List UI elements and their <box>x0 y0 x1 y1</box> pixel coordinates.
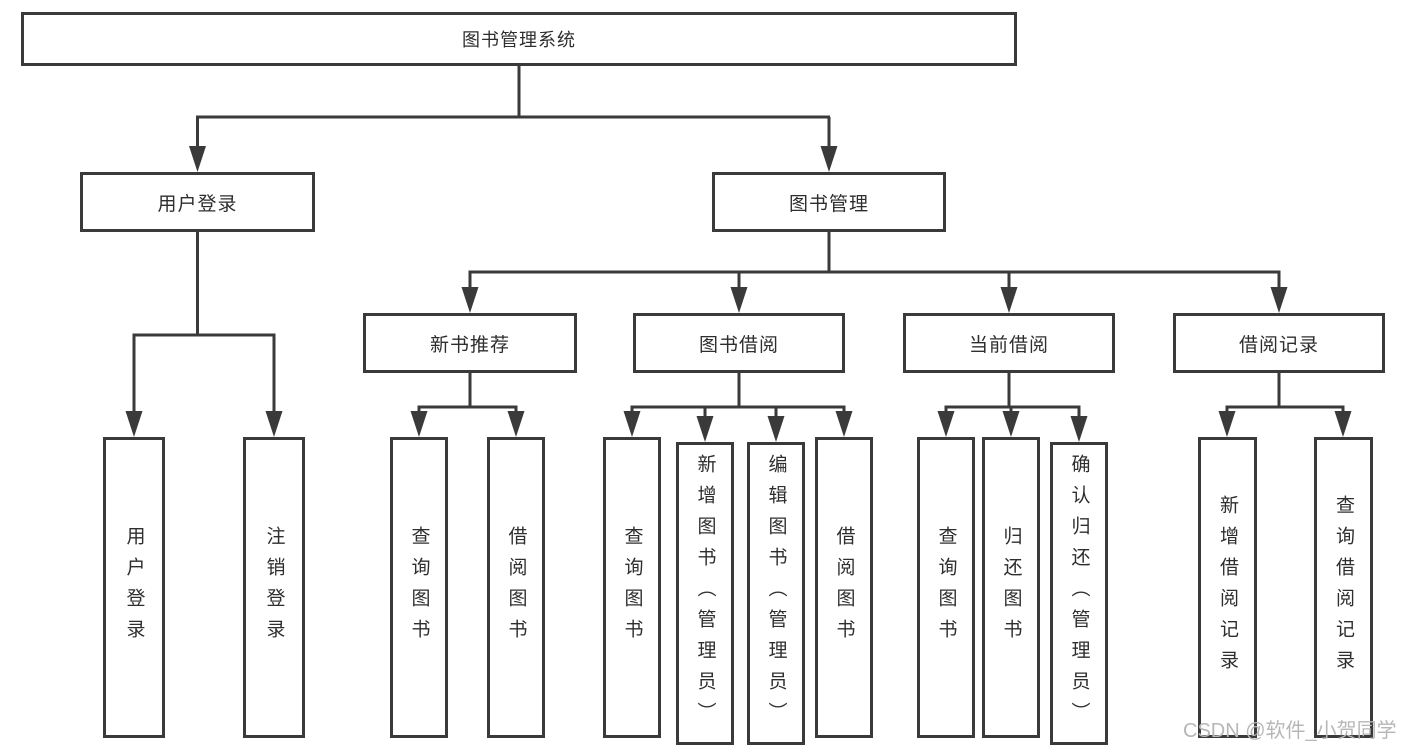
leaf-label: 确认归还（管理员） <box>1068 454 1090 733</box>
leaf-label: 新增借阅记录 <box>1217 494 1238 681</box>
watermark: CSDN @软件_小贺同学 <box>1183 720 1397 742</box>
node-library-management-system: 图书管理系统 <box>21 12 1017 66</box>
leaf-label: 借阅图书 <box>833 525 855 650</box>
node-label: 借阅记录 <box>1238 334 1319 356</box>
leaf-label: 注销登录 <box>263 525 285 650</box>
leaf-add-book-admin: 新增图书（管理员） <box>676 442 734 745</box>
leaf-label: 查询图书 <box>621 525 643 650</box>
leaf-return-book: 归还图书 <box>982 437 1040 738</box>
node-book-management: 图书管理 <box>712 172 946 232</box>
node-label: 图书借阅 <box>698 334 779 356</box>
leaf-label: 查询图书 <box>408 525 430 650</box>
leaf-query-books-borrow: 查询图书 <box>603 437 661 738</box>
node-label: 用户登录 <box>157 193 238 215</box>
node-label: 图书管理系统 <box>462 30 576 50</box>
leaf-label: 新增图书（管理员） <box>694 454 716 733</box>
node-borrow-records: 借阅记录 <box>1173 313 1385 373</box>
leaf-query-borrow-record: 查询借阅记录 <box>1314 437 1373 738</box>
leaf-edit-book-admin: 编辑图书（管理员） <box>747 442 805 745</box>
node-label: 新书推荐 <box>429 334 510 356</box>
leaf-borrow-books-recommend: 借阅图书 <box>487 437 545 738</box>
leaf-query-books-recommend: 查询图书 <box>390 437 448 738</box>
node-current-borrow: 当前借阅 <box>903 313 1115 373</box>
leaf-label: 查询借阅记录 <box>1333 494 1354 681</box>
leaf-query-books-current: 查询图书 <box>917 437 975 738</box>
leaf-label: 借阅图书 <box>505 525 527 650</box>
leaf-label: 用户登录 <box>123 525 145 650</box>
node-new-book-recommend: 新书推荐 <box>363 313 577 373</box>
leaf-borrow-books: 借阅图书 <box>815 437 873 738</box>
leaf-label: 查询图书 <box>935 525 957 650</box>
node-user-login: 用户登录 <box>80 172 315 232</box>
leaf-label: 归还图书 <box>1000 525 1022 650</box>
node-label: 图书管理 <box>788 193 869 215</box>
leaf-logout: 注销登录 <box>243 437 305 738</box>
node-book-borrow: 图书借阅 <box>633 313 845 373</box>
leaf-confirm-return-admin: 确认归还（管理员） <box>1050 442 1108 745</box>
leaf-label: 编辑图书（管理员） <box>765 454 787 733</box>
leaf-user-login: 用户登录 <box>103 437 165 738</box>
node-label: 当前借阅 <box>968 334 1049 356</box>
leaf-add-borrow-record: 新增借阅记录 <box>1198 437 1257 738</box>
